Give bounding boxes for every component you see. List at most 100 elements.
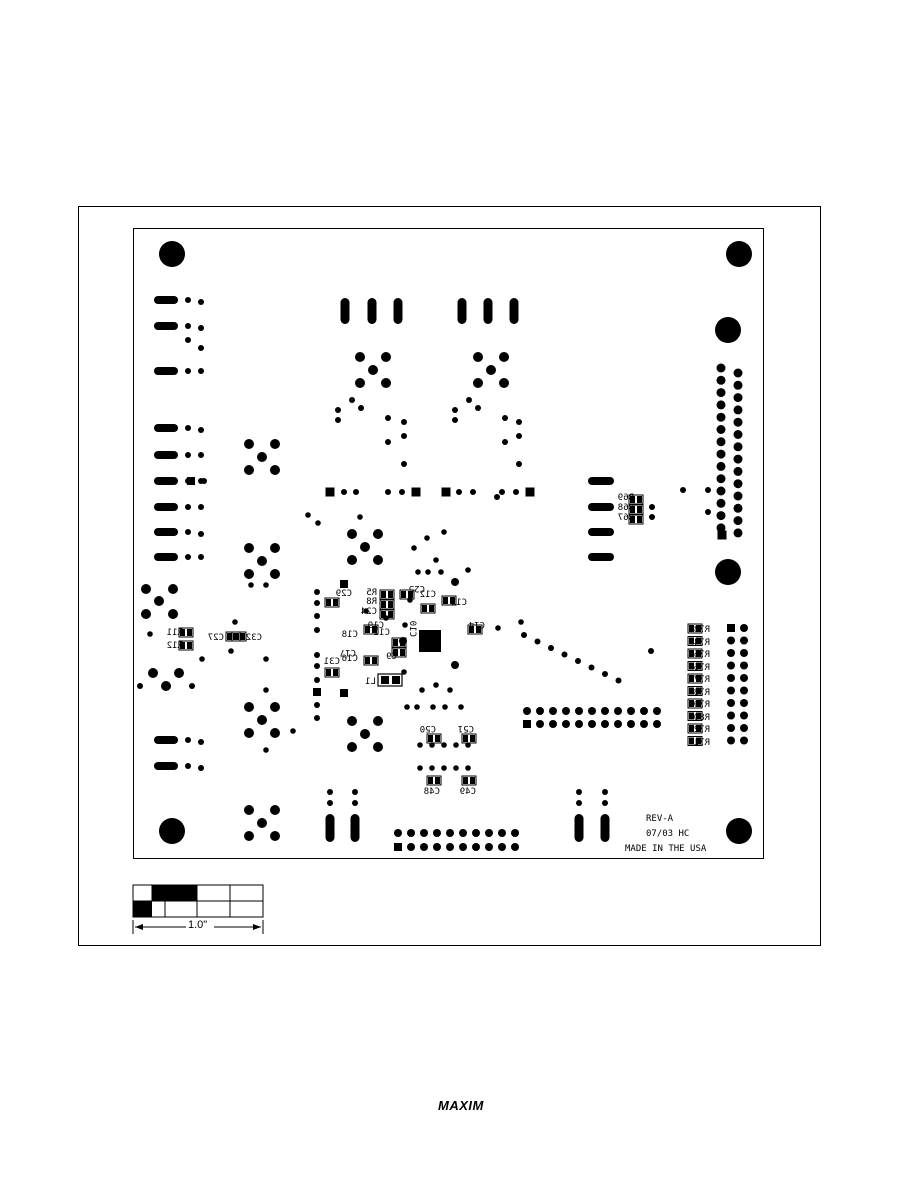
via — [198, 554, 204, 560]
through-hole-pad — [373, 742, 383, 752]
through-hole-pad — [727, 674, 735, 682]
smd-pad — [696, 650, 701, 657]
square-pad — [441, 487, 451, 497]
through-hole-pad — [716, 498, 726, 508]
through-hole-pad — [716, 486, 726, 496]
through-hole-pad — [161, 681, 171, 691]
via — [137, 683, 143, 689]
via — [232, 619, 238, 625]
via — [453, 742, 459, 748]
via — [470, 489, 476, 495]
through-hole-pad — [499, 378, 509, 388]
label-c12: C12 — [420, 590, 436, 600]
via — [576, 800, 582, 806]
through-hole-pad — [446, 843, 454, 851]
label-c14: C14 — [469, 619, 485, 629]
through-hole-pad — [727, 649, 735, 657]
smd-footprint — [628, 504, 644, 515]
via — [352, 789, 358, 795]
via — [185, 452, 191, 458]
through-hole-pad — [244, 569, 254, 579]
through-hole-pad — [740, 636, 748, 645]
via — [442, 704, 448, 710]
label-r77: R77 — [694, 675, 710, 685]
through-hole-pad — [733, 454, 743, 464]
smd-pad — [372, 657, 377, 664]
via — [198, 504, 204, 510]
through-hole-pad — [473, 352, 483, 362]
smd-pad — [689, 675, 694, 682]
through-hole-pad — [244, 728, 254, 738]
through-hole-pad — [727, 711, 735, 720]
via — [424, 535, 430, 541]
smd-pad — [227, 633, 232, 640]
slot-pad — [154, 503, 178, 511]
slot-pad — [393, 298, 403, 324]
via — [199, 656, 205, 662]
smd-footprint — [178, 627, 194, 638]
through-hole-pad — [499, 352, 509, 362]
square-pad — [325, 487, 335, 497]
smd-footprint — [399, 589, 415, 600]
via — [358, 405, 364, 411]
through-hole-pad — [740, 724, 748, 732]
slot-pad — [154, 553, 178, 561]
through-hole-pad — [523, 707, 531, 715]
via — [494, 494, 500, 500]
smd-pad — [696, 725, 701, 732]
smd-footprint — [628, 514, 644, 525]
label-r67: R67 — [618, 513, 634, 523]
via — [383, 615, 389, 621]
via — [516, 461, 522, 467]
through-hole-pad — [373, 716, 383, 726]
through-hole-pad — [588, 720, 596, 728]
label-r12: R12 — [167, 641, 183, 651]
smd-footprint — [687, 686, 703, 696]
through-hole-pad — [270, 702, 280, 712]
smd-footprint — [324, 667, 340, 678]
via — [407, 597, 413, 603]
via — [357, 514, 363, 520]
through-hole-pad — [733, 503, 743, 513]
smd-footprint — [363, 624, 379, 635]
square-pad — [525, 487, 535, 497]
label-r5: R5 — [366, 588, 377, 598]
through-hole-pad — [360, 729, 370, 739]
through-hole-pad — [244, 805, 254, 815]
smd-footprint — [687, 698, 703, 709]
through-hole-pad — [244, 543, 254, 553]
smd-pad — [233, 633, 238, 640]
via — [602, 800, 608, 806]
through-hole-pad — [536, 720, 544, 728]
via — [353, 489, 359, 495]
through-hole-pad — [270, 805, 280, 815]
via — [185, 504, 191, 510]
smd-pad — [463, 735, 468, 742]
via — [198, 531, 204, 537]
smd-pad — [388, 611, 393, 618]
via — [649, 504, 655, 510]
via — [561, 651, 568, 658]
label-c50: C50 — [420, 723, 436, 733]
smd-pad — [689, 712, 694, 720]
slot-pad — [325, 814, 335, 842]
via — [602, 789, 608, 795]
smd-pad — [388, 591, 393, 598]
through-hole-pad — [716, 375, 726, 385]
through-hole-pad — [360, 542, 370, 552]
slot-pad — [154, 424, 178, 432]
through-hole-pad — [347, 716, 357, 726]
through-hole-pad — [347, 555, 357, 565]
slot-pad — [154, 736, 178, 744]
smd-pad — [393, 639, 398, 646]
through-hole-pad — [373, 555, 383, 565]
label-c11: C11 — [374, 628, 390, 638]
through-hole-pad — [727, 699, 735, 707]
smd-footprint — [426, 733, 442, 744]
through-hole-pad — [407, 843, 415, 851]
label-c29: C29 — [336, 589, 352, 599]
via — [429, 765, 435, 771]
silk-origin: MADE IN THE USA — [625, 844, 707, 854]
through-hole-pad — [614, 720, 622, 728]
via — [705, 509, 711, 515]
